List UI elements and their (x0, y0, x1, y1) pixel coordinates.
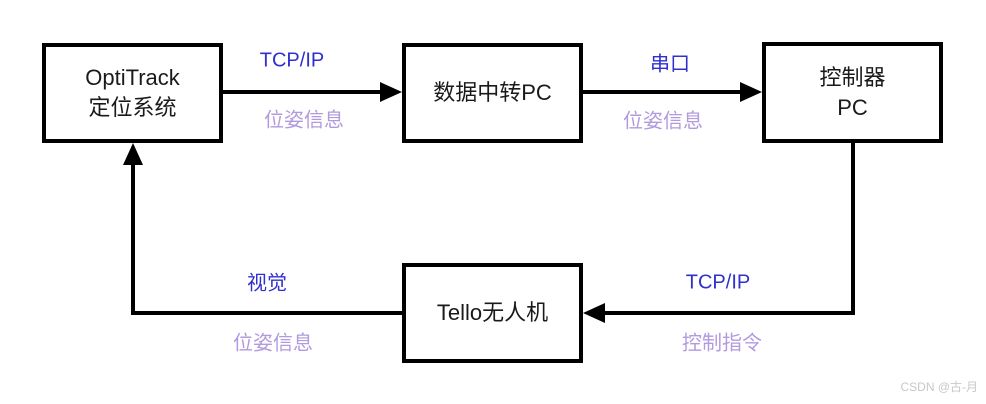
node-relay-pc-label: 数据中转PC (433, 80, 552, 105)
edge-controller-tello-protocol-label: TCP/IP (685, 271, 751, 294)
edge-optitrack-relay-payload-label: 位姿信息 (264, 109, 344, 132)
edge-tello-optitrack-hline (131, 311, 402, 315)
node-controller-pc-line2: PC (837, 94, 868, 120)
edge-tello-optitrack-arrowhead-icon (123, 143, 143, 165)
edge-relay-controller-protocol-label: 串口 (650, 53, 690, 76)
edge-tello-optitrack-vline (131, 165, 135, 315)
edge-relay-controller-arrowhead-icon (740, 82, 762, 102)
node-controller-pc-line1: 控制器 (819, 64, 886, 90)
node-tello: Tello无人机 (402, 263, 583, 363)
csdn-watermark: CSDN @古-月 (900, 380, 978, 394)
edge-relay-controller-line (583, 90, 740, 94)
node-optitrack-line1: OptiTrack (85, 65, 180, 90)
node-relay-pc: 数据中转PC (402, 43, 583, 143)
edge-tello-optitrack-payload-label: 位姿信息 (233, 332, 313, 355)
edge-tello-optitrack-protocol-label: 视觉 (247, 272, 287, 295)
edge-optitrack-relay-line (223, 90, 380, 94)
edge-controller-tello-payload-label: 控制指令 (682, 332, 762, 355)
node-optitrack-line2: 定位系统 (88, 95, 177, 120)
node-optitrack: OptiTrack 定位系统 (42, 43, 223, 143)
edge-controller-tello-arrowhead-icon (583, 303, 605, 323)
node-controller-pc: 控制器 PC (762, 42, 943, 143)
edge-relay-controller-payload-label: 位姿信息 (623, 110, 703, 133)
edge-optitrack-relay-protocol-label: TCP/IP (259, 49, 325, 72)
node-tello-label: Tello无人机 (436, 300, 549, 325)
edge-controller-tello-vline (851, 142, 855, 315)
edge-optitrack-relay-arrowhead-icon (380, 82, 402, 102)
edge-controller-tello-hline (605, 311, 853, 315)
